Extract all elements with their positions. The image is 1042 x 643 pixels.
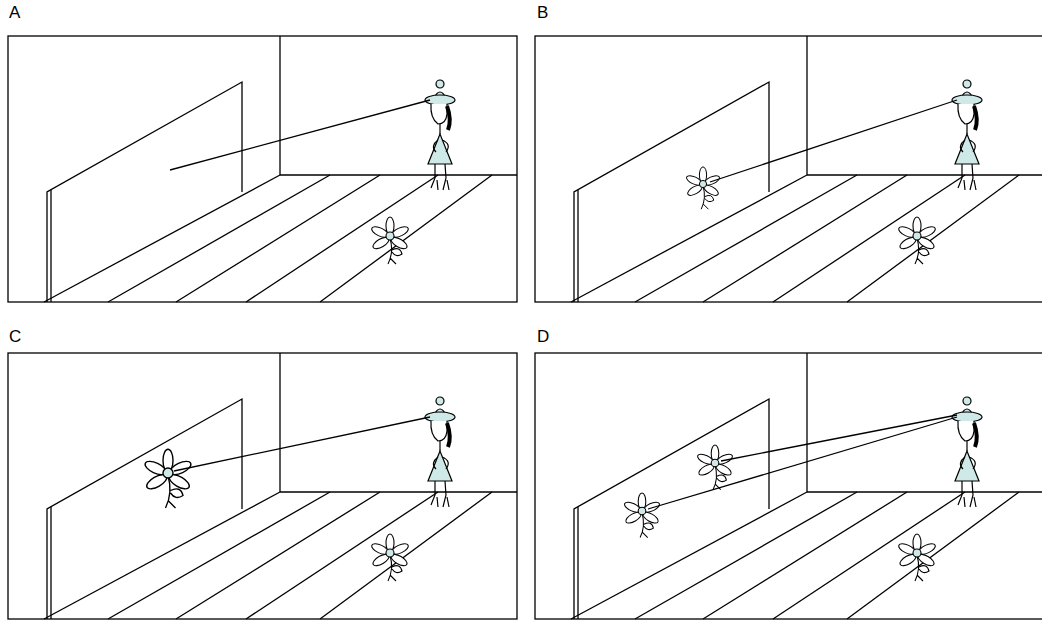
panel-d <box>535 353 1042 619</box>
panel-a <box>8 36 517 302</box>
panel-b <box>535 36 1042 302</box>
panel-letter: D <box>537 328 549 345</box>
panel-letter: A <box>9 4 20 21</box>
panel-c <box>8 353 517 619</box>
panel-letter: B <box>537 4 548 21</box>
panel-letter: C <box>9 328 21 345</box>
